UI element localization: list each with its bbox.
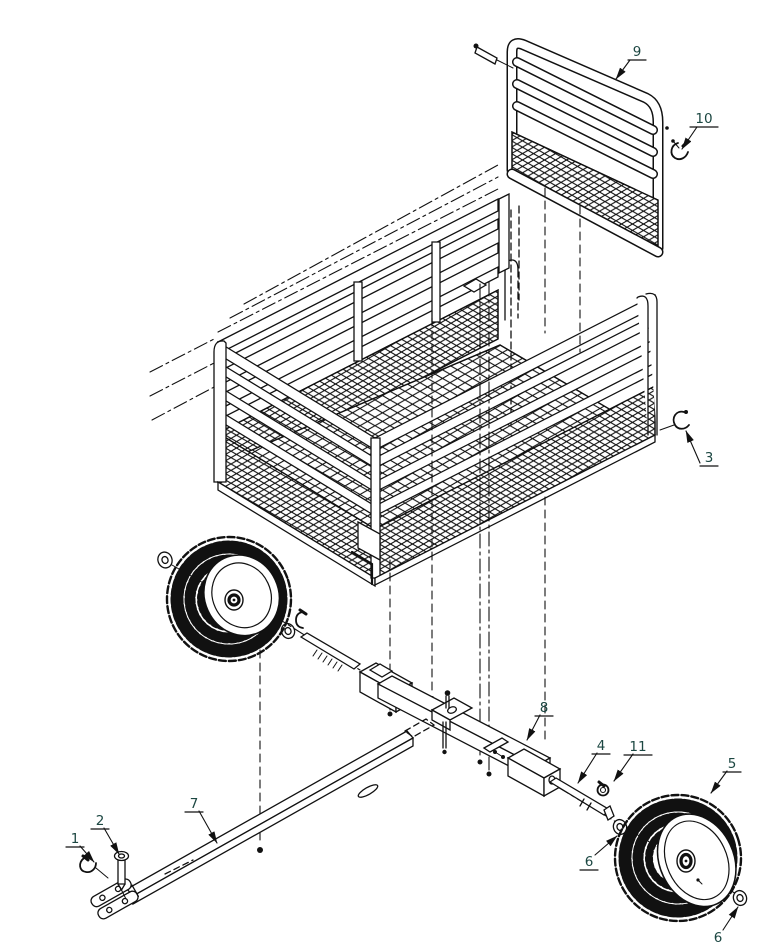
callout-leader: [79, 845, 95, 863]
callout-number: 9: [633, 44, 642, 60]
far-side-upright: [353, 281, 363, 362]
wheel-washer-outer: [732, 889, 748, 907]
axle-left-washer: [280, 622, 296, 640]
tailgate-clip-pin: [665, 126, 690, 161]
callout-number: 10: [695, 111, 712, 127]
rear-right-corner-post: [636, 292, 658, 436]
right-wheel: [613, 793, 743, 923]
corner-bracket: [357, 520, 381, 562]
front-left-corner-post: [213, 340, 227, 483]
tailgate-pin: [473, 43, 514, 69]
callout-leader: [615, 59, 631, 80]
side-panel-clip: [659, 410, 690, 431]
callout-number: 1: [71, 831, 80, 847]
callouts: 12 3 4 5 6 6 7 8 9 10 11: [65, 44, 742, 944]
hitch-clip-pin: [79, 854, 109, 879]
hitch-clevis: [90, 878, 140, 920]
left-wheel: [157, 535, 293, 663]
callout-number: 4: [597, 738, 606, 754]
callout-number: 8: [540, 700, 549, 716]
cart-body: [149, 164, 690, 588]
callout-leader: [103, 827, 120, 855]
right-hub: [676, 849, 703, 885]
axle-left-clip: [295, 608, 308, 629]
callout-number: 6: [714, 930, 723, 944]
callout-number: 6: [585, 854, 594, 870]
axle-shaft: [548, 777, 615, 821]
callout-4: 4: [577, 738, 611, 784]
cart-right-side-panel: [350, 292, 658, 587]
callout-leader: [526, 714, 541, 741]
tongue-mount-plate: [430, 690, 474, 755]
callout-leader: [681, 126, 698, 150]
cart-front-end-panel: [213, 340, 376, 588]
axle-right-hub: [506, 748, 562, 798]
axle-left-shaft: [299, 632, 362, 672]
callout-leader: [594, 835, 618, 856]
tongue-bar: [79, 718, 436, 920]
axle-assembly: [280, 608, 562, 798]
right-rim: [656, 813, 737, 908]
callout-leader: [613, 753, 634, 782]
callout-leader: [685, 430, 701, 464]
latch-bracket: [462, 278, 488, 293]
callout-6: 6: [714, 906, 739, 944]
cotter-clip: [596, 780, 610, 797]
callout-7: 7: [184, 796, 218, 844]
callout-number: 11: [629, 739, 646, 755]
right-axle-parts: [548, 777, 748, 907]
axle-right-bracket: [482, 737, 510, 759]
callout-leader: [577, 752, 598, 784]
hitch-bolt: [113, 850, 130, 900]
callout-5: 5: [710, 756, 742, 794]
tailgate-panel: [473, 38, 690, 258]
callout-leader: [198, 810, 218, 844]
callout-number: 2: [96, 813, 105, 829]
callout-number: 5: [728, 756, 737, 772]
callout-9: 9: [615, 44, 647, 80]
callout-11: 11: [613, 739, 653, 782]
callout-leader: [710, 770, 728, 794]
left-hub: [224, 589, 244, 611]
callout-number: 3: [705, 450, 714, 466]
callout-2: 2: [90, 813, 120, 855]
callout-1: 1: [65, 831, 95, 863]
far-side-upright: [431, 241, 441, 323]
callout-8: 8: [526, 700, 554, 741]
callout-10: 10: [681, 111, 719, 150]
callout-number: 7: [190, 796, 199, 812]
callout-6: 6: [579, 835, 618, 871]
tailgate-rails: [506, 57, 664, 258]
callout-leader: [722, 906, 739, 931]
callout-3: 3: [685, 430, 719, 467]
